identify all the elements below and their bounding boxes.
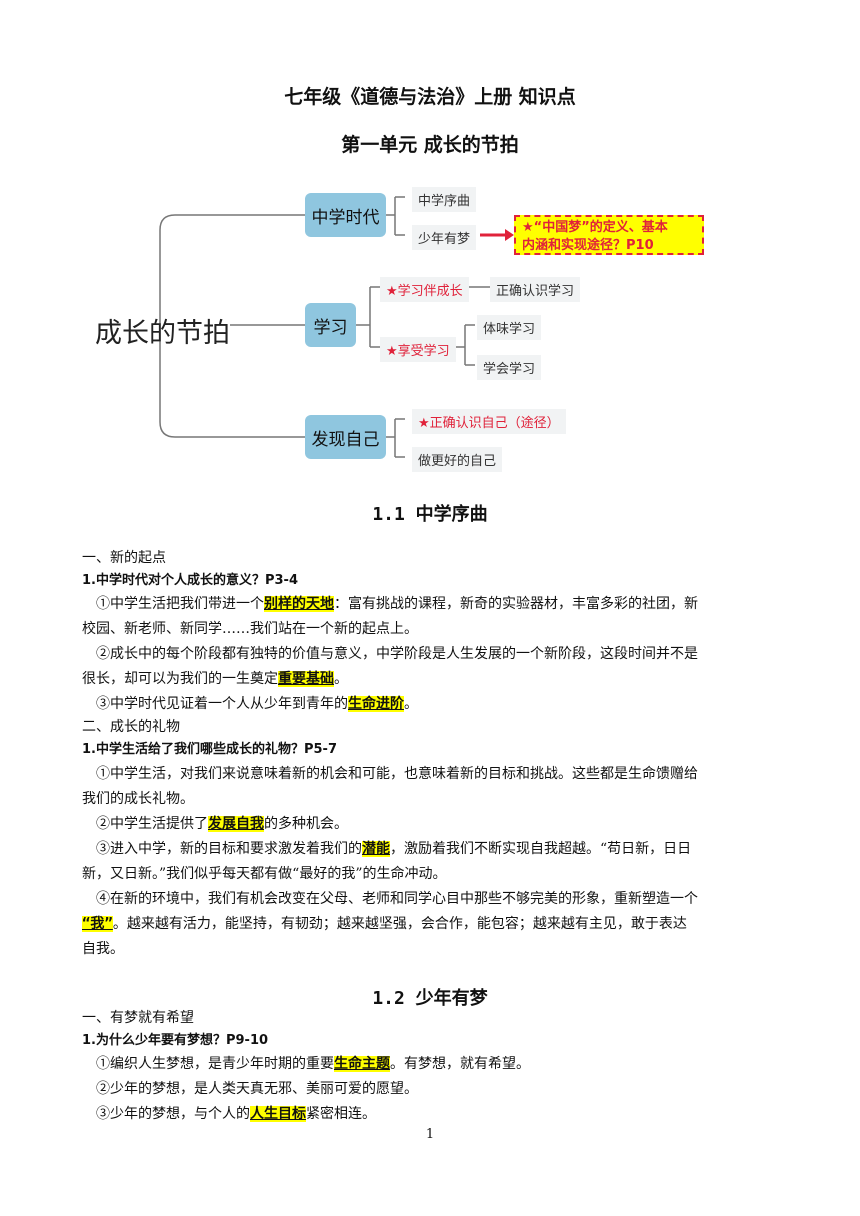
- connector-b3: [386, 418, 405, 458]
- connector-b2: [356, 286, 380, 348]
- china-dream-callout: ★“中国梦”的定义、基本 内涵和实现途径？P10: [514, 215, 704, 255]
- connector-root-bottom: [159, 325, 305, 438]
- callout-line-1: ★“中国梦”的定义、基本: [522, 220, 668, 235]
- heading-growth-gift: 二、成长的礼物: [82, 719, 180, 735]
- para-3b: ②少年的梦想，是人类天真无邪、美丽可爱的愿望。: [96, 1081, 418, 1097]
- heading-new-start: 一、新的起点: [82, 550, 166, 566]
- leaf-learn-study: 学会学习: [477, 355, 542, 380]
- highlight-term: 重要基础: [278, 671, 334, 687]
- question-1: 1.中学时代对个人成长的意义？P3-4: [82, 573, 298, 588]
- highlight-term: “我”: [82, 916, 113, 932]
- leaf-taste-study: 体味学习: [477, 315, 542, 340]
- leaf-correct-study: 正确认识学习: [490, 277, 581, 302]
- highlight-term: 生命进阶: [348, 696, 404, 712]
- highlight-term: 别样的天地: [264, 596, 334, 612]
- highlight-term: 人生目标: [250, 1106, 306, 1122]
- leaf-know-self: ★正确认识自己（途径）: [412, 409, 566, 434]
- mind-map: 成长的节拍 中学时代 学习 发现自己 中学序曲 少年有梦 ★学习伴成长 正确认识…: [0, 175, 860, 475]
- connector-b2b: [452, 324, 475, 366]
- para-3a: ①编织人生梦想，是青少年时期的重要生命主题。有梦想，就有希望。: [96, 1056, 530, 1072]
- heading-dream-hope: 一、有梦就有希望: [82, 1010, 194, 1026]
- unit-title: 第一单元 成长的节拍: [341, 134, 519, 156]
- leaf-dream: 少年有梦: [412, 225, 477, 250]
- node-middle-school: 中学时代: [305, 193, 386, 237]
- highlight-term: 生命主题: [334, 1056, 390, 1072]
- section-title-1-2: 1.2 少年有梦: [372, 988, 488, 1009]
- leaf-prelude: 中学序曲: [412, 187, 477, 212]
- mind-map-connectors: [159, 196, 514, 458]
- connector-b1: [386, 196, 405, 236]
- para-2c: ③进入中学，新的目标和要求激发着我们的潜能，激励着我们不断实现自我超越。“苟日新…: [82, 841, 692, 882]
- highlight-term: 发展自我: [208, 816, 264, 832]
- para-3c: ③少年的梦想，与个人的人生目标紧密相连。: [96, 1106, 376, 1122]
- para-2d: ④在新的环境中，我们有机会改变在父母、老师和同学心目中那些不够完美的形象，重新塑…: [82, 891, 698, 957]
- para-1a: ①中学生活把我们带进一个别样的天地：富有挑战的课程，新奇的实验器材，丰富多彩的社…: [82, 596, 698, 637]
- para-2b: ②中学生活提供了发展自我的多种机会。: [96, 816, 348, 832]
- highlight-term: 潜能: [362, 841, 390, 857]
- mind-map-root: 成长的节拍: [95, 318, 230, 349]
- question-2: 1.中学生活给了我们哪些成长的礼物？P5-7: [82, 742, 337, 757]
- leaf-study-growth: ★学习伴成长: [380, 277, 469, 302]
- connector-root-top: [159, 214, 305, 325]
- question-3: 1.为什么少年要有梦想？P9-10: [82, 1033, 269, 1048]
- node-discover-self: 发现自己: [305, 415, 386, 459]
- para-1c: ③中学时代见证着一个人从少年到青年的生命进阶。: [96, 696, 418, 712]
- document-title: 七年级《道德与法治》上册 知识点: [284, 86, 576, 108]
- para-1b: ②成长中的每个阶段都有独特的价值与意义，中学阶段是人生发展的一个新阶段，这段时间…: [82, 646, 698, 687]
- callout-line-2: 内涵和实现途径？P10: [522, 238, 654, 253]
- leaf-better-self: 做更好的自己: [412, 447, 503, 472]
- section-title-1-1: 1.1 中学序曲: [372, 504, 488, 525]
- leaf-enjoy-study: ★享受学习: [380, 337, 456, 362]
- page-number: 1: [425, 1127, 435, 1142]
- arrow-right-icon: [480, 229, 514, 241]
- para-2a: ①中学生活，对我们来说意味着新的机会和可能，也意味着新的目标和挑战。这些都是生命…: [82, 766, 698, 807]
- node-study: 学习: [305, 303, 356, 347]
